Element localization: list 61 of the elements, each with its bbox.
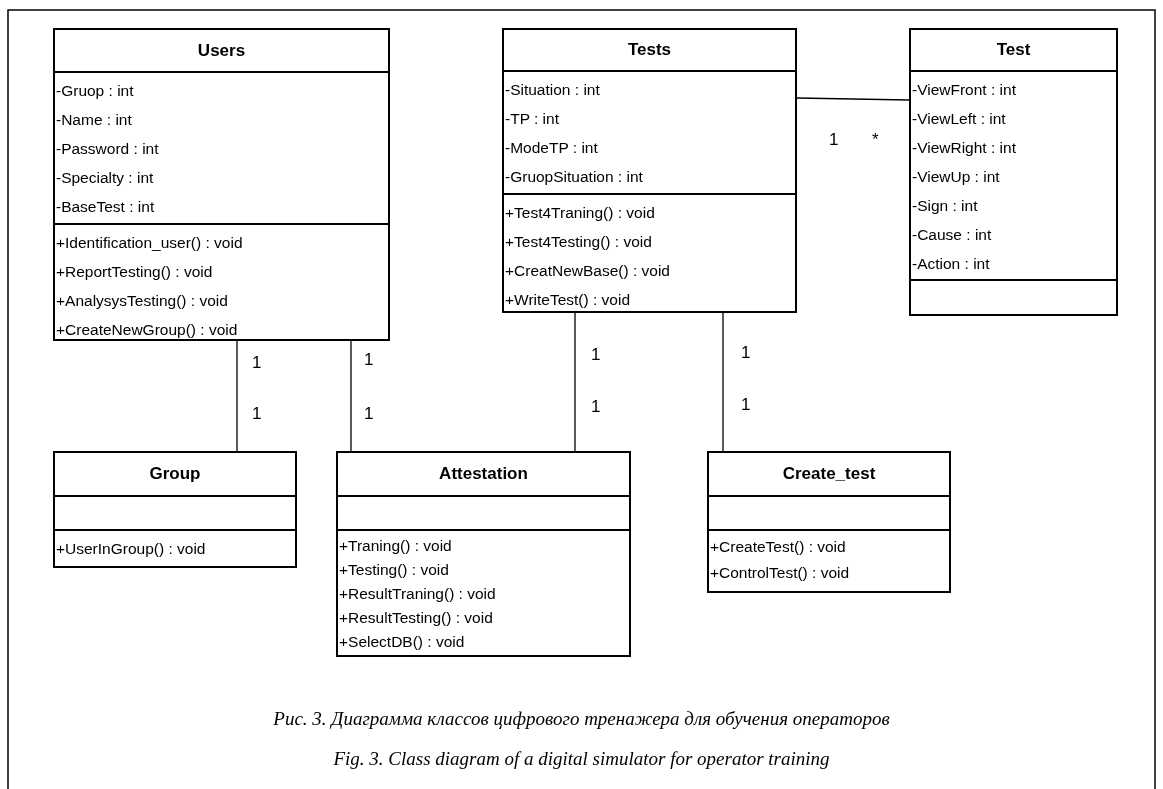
class-box bbox=[336, 451, 631, 657]
method-text: +CreateNewGroup() : void bbox=[55, 320, 239, 340]
multiplicity-label: 1 bbox=[252, 404, 262, 424]
class-box bbox=[53, 451, 297, 568]
attribute-text: -Name : int bbox=[55, 110, 133, 130]
method-text: +Identification_user() : void bbox=[55, 233, 244, 253]
method-text: +AnalysysTesting() : void bbox=[55, 291, 229, 311]
attribute-text: -Gruop : int bbox=[55, 81, 135, 101]
association-line bbox=[796, 97, 910, 101]
multiplicity-label: 1 bbox=[364, 404, 374, 424]
class-name: Group bbox=[149, 464, 201, 484]
class-box bbox=[53, 28, 390, 341]
class-box bbox=[707, 451, 951, 593]
attribute-text: -Action : int bbox=[911, 254, 991, 274]
class-name: Tests bbox=[627, 40, 672, 60]
multiplicity-label: 1 bbox=[252, 353, 262, 373]
association-line bbox=[350, 340, 352, 452]
class-name: Users bbox=[197, 40, 246, 61]
attribute-text: -Sign : int bbox=[911, 196, 979, 216]
attribute-text: -BaseTest : int bbox=[55, 197, 156, 217]
association-line bbox=[722, 312, 724, 452]
multiplicity-label: 1 bbox=[591, 397, 601, 417]
attribute-text: -TP : int bbox=[504, 109, 560, 129]
method-text: +SelectDB() : void bbox=[338, 632, 466, 652]
multiplicity-label: 1 bbox=[591, 345, 601, 365]
association-line bbox=[236, 340, 238, 452]
method-text: +ResultTraning() : void bbox=[338, 584, 497, 604]
multiplicity-label: 1 bbox=[741, 343, 751, 363]
method-text: +Traning() : void bbox=[338, 536, 453, 556]
method-text: +Test4Traning() : void bbox=[504, 203, 656, 223]
attribute-text: -ViewUp : int bbox=[911, 167, 1001, 187]
attribute-text: -GruopSituation : int bbox=[504, 167, 644, 187]
attribute-text: -ViewRight : int bbox=[911, 138, 1017, 158]
multiplicity-label: 1 bbox=[741, 395, 751, 415]
method-text: +WriteTest() : void bbox=[504, 290, 632, 310]
caption-text: Рис. 3. Диаграмма классов цифрового тренажера для обучения операторов bbox=[272, 708, 891, 730]
class-name: Test bbox=[996, 40, 1031, 60]
method-text: +Testing() : void bbox=[338, 560, 450, 580]
attribute-text: -Situation : int bbox=[504, 80, 601, 100]
attribute-text: -ViewFront : int bbox=[911, 80, 1017, 100]
attribute-text: -Cause : int bbox=[911, 225, 993, 245]
multiplicity-label: 1 bbox=[829, 130, 839, 150]
method-text: +CreateTest() : void bbox=[709, 537, 847, 557]
attribute-text: -ViewLeft : int bbox=[911, 109, 1007, 129]
method-text: +CreatNewBase() : void bbox=[504, 261, 671, 281]
attribute-text: -Specialty : int bbox=[55, 168, 155, 188]
method-text: +ReportTesting() : void bbox=[55, 262, 214, 282]
caption-text: Fig. 3. Class diagram of a digital simulator for operator training bbox=[332, 748, 831, 770]
method-text: +Test4Testing() : void bbox=[504, 232, 653, 252]
class-name: Attestation bbox=[439, 464, 528, 484]
method-text: +UserInGroup() : void bbox=[55, 539, 207, 559]
method-text: +ControlTest() : void bbox=[709, 563, 851, 583]
class-box bbox=[909, 28, 1118, 316]
association-line bbox=[574, 312, 576, 452]
multiplicity-label: 1 bbox=[364, 350, 374, 370]
class-name: Create_test bbox=[782, 464, 876, 484]
class-box bbox=[502, 28, 797, 313]
attribute-text: -Password : int bbox=[55, 139, 160, 159]
attribute-text: -ModeTP : int bbox=[504, 138, 599, 158]
method-text: +ResultTesting() : void bbox=[338, 608, 494, 628]
multiplicity-label: * bbox=[872, 130, 879, 150]
